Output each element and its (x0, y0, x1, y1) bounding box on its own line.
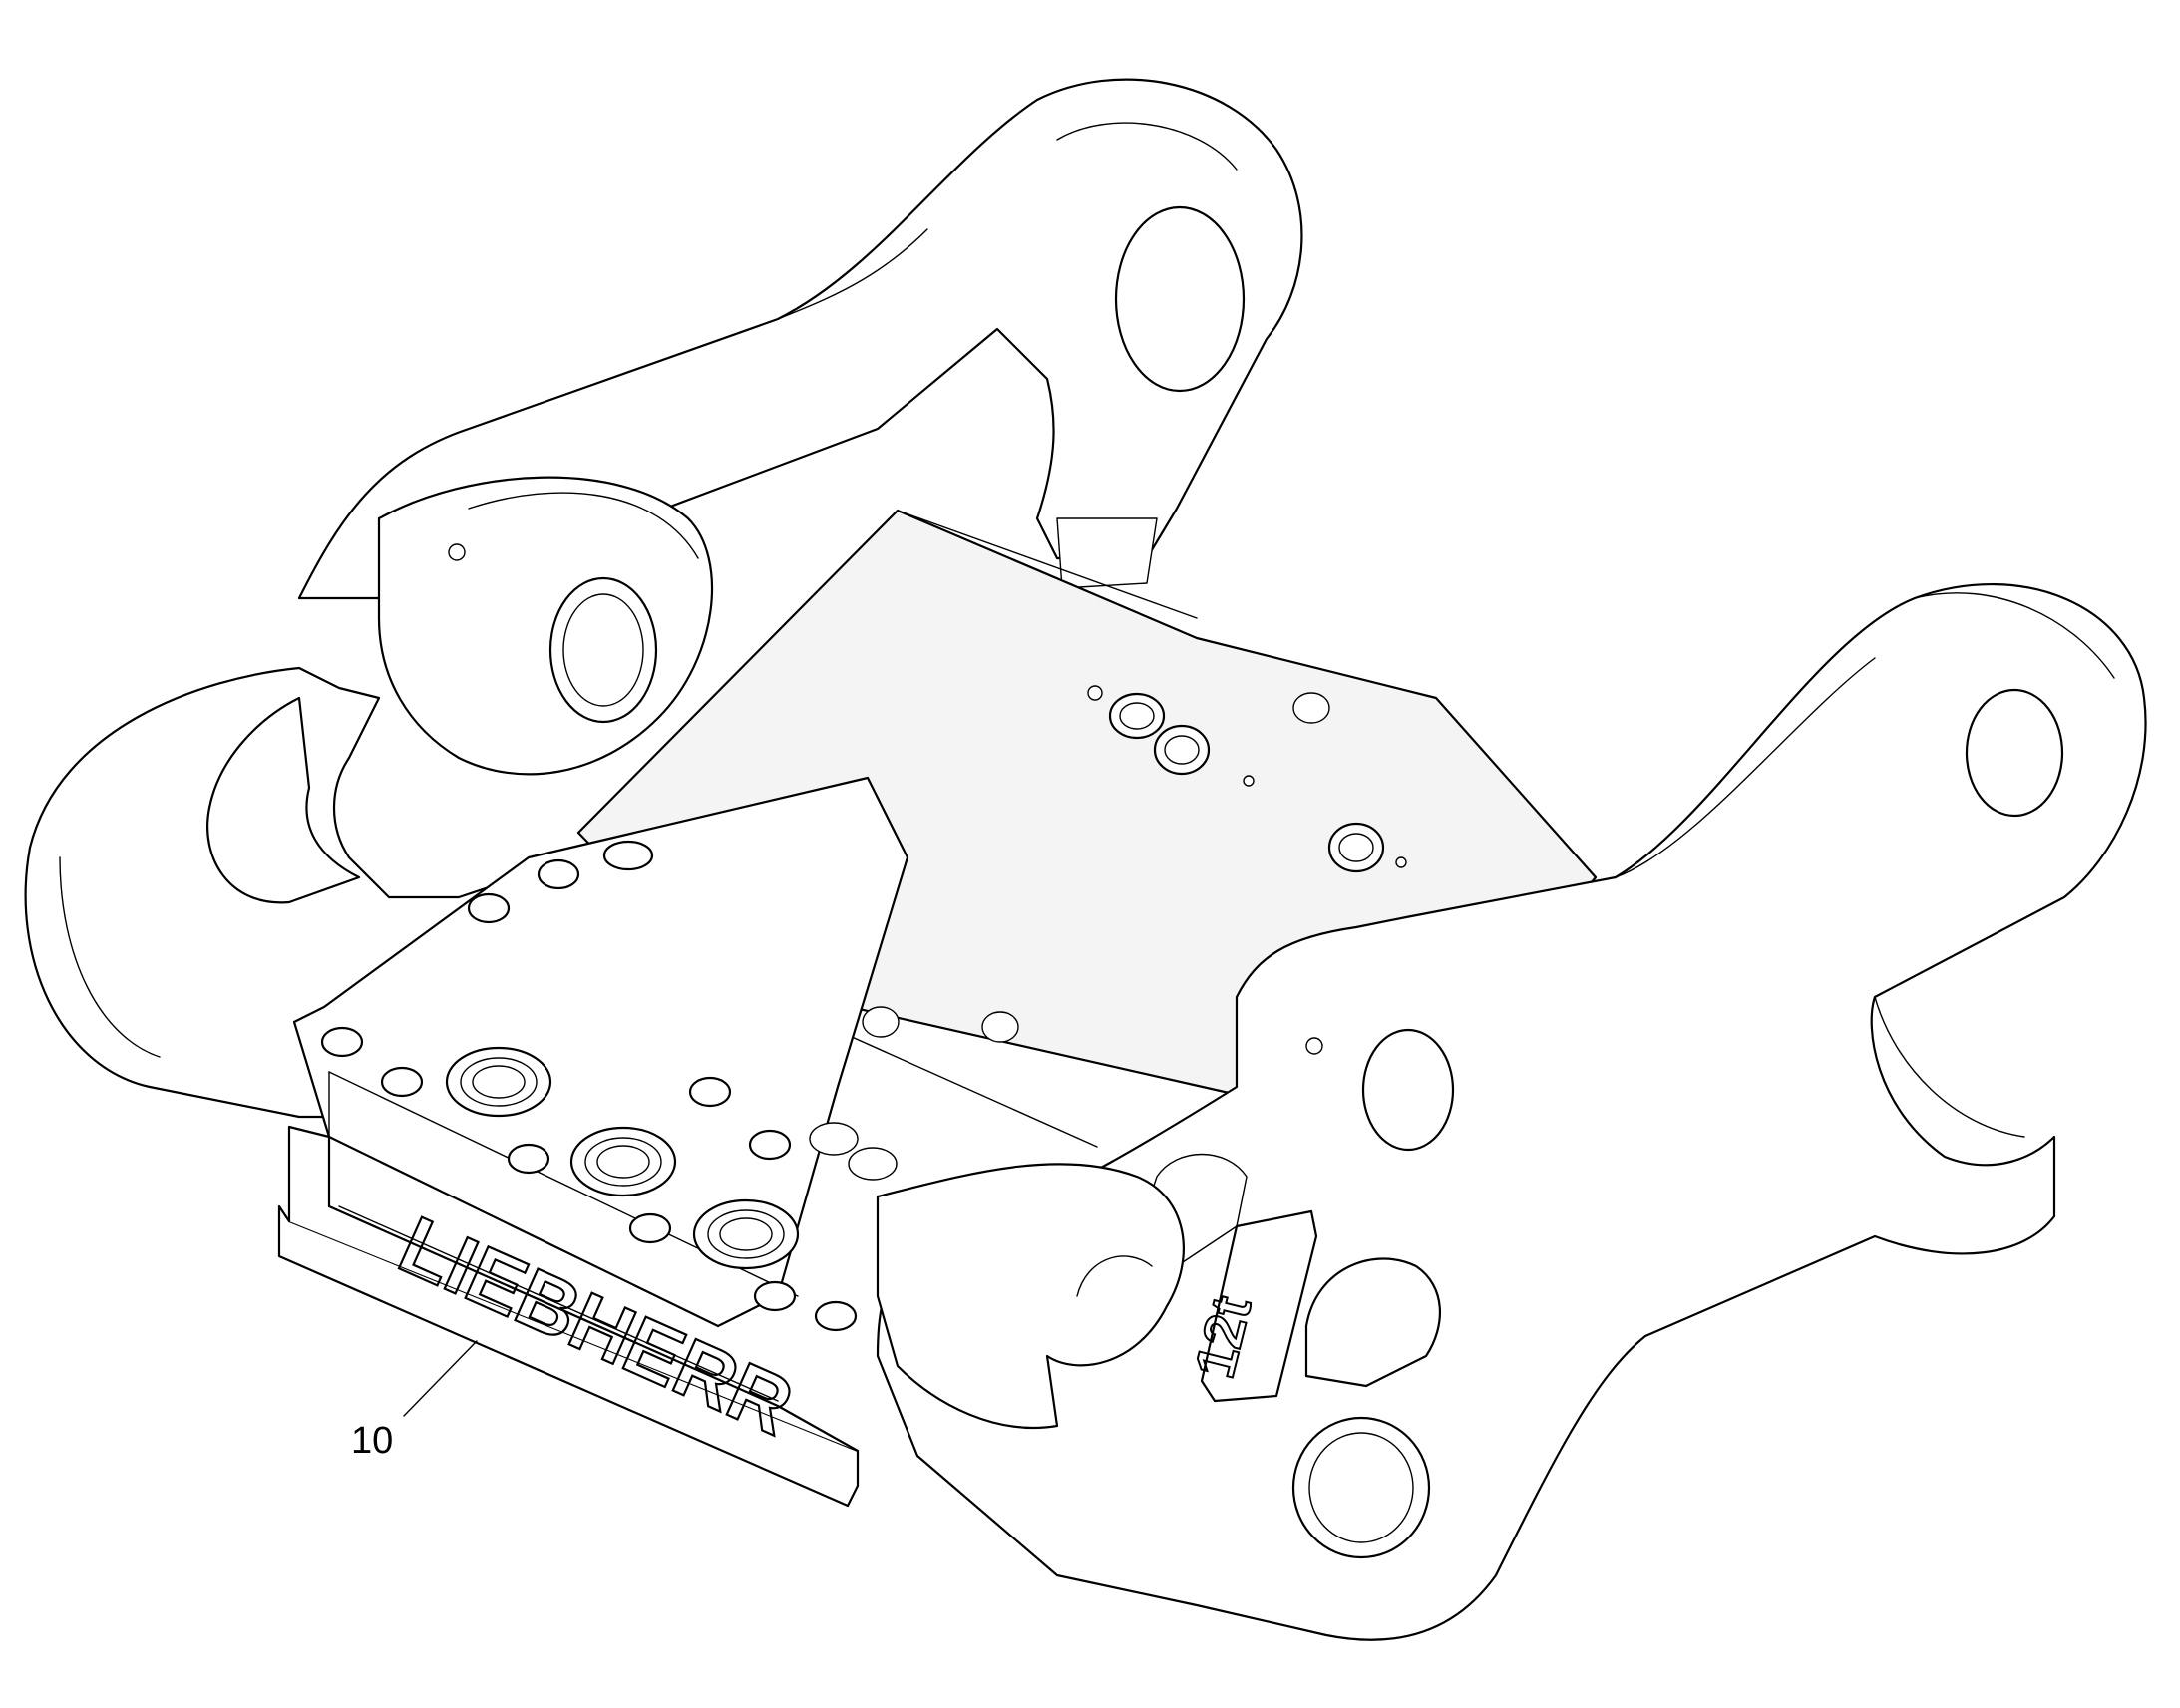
rear-arm (297, 78, 1303, 600)
bolt (467, 892, 511, 924)
callout-number: 10 (351, 1420, 394, 1462)
right-side-plate (876, 583, 2147, 1641)
bolt (814, 1300, 858, 1332)
bolt (748, 1129, 792, 1161)
bolt (628, 1212, 672, 1244)
left-grip-plate (876, 1163, 1185, 1430)
bolt (380, 1066, 424, 1098)
valve-block: LIEBHERR (277, 776, 909, 1508)
right-top-hole (1965, 688, 2064, 818)
bolt (320, 1026, 364, 1058)
callout-leader (403, 1340, 478, 1417)
bolt (602, 840, 654, 871)
right-mid-hole (1361, 1028, 1455, 1152)
bolt (507, 1143, 550, 1175)
bolt (688, 1076, 732, 1108)
top-eye-hole (1114, 205, 1246, 393)
bolt (537, 858, 580, 890)
size-badge: 12t (1182, 1209, 1318, 1403)
bolt (753, 1280, 797, 1312)
